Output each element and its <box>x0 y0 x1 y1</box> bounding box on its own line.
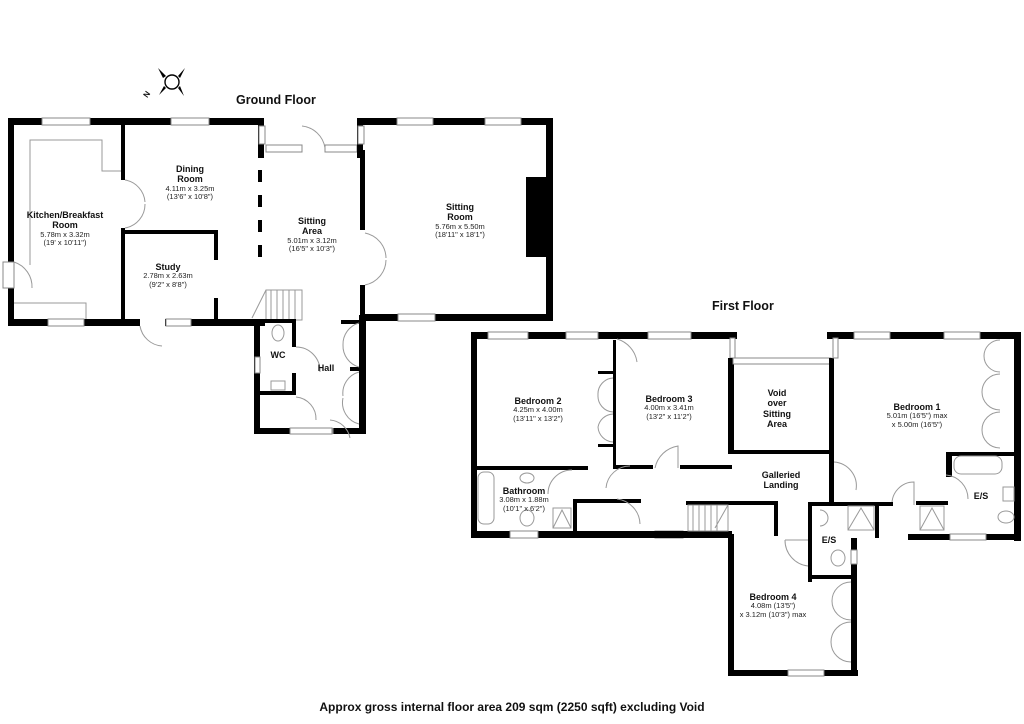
first-floor-title: First Floor <box>712 299 774 313</box>
room-label-bedroom-1: Bedroom 1 5.01m (16'5") max x 5.00m (16'… <box>886 402 948 429</box>
room-label-bedroom-4: Bedroom 4 4.08m (13'5") x 3.12m (10'3") … <box>739 592 807 619</box>
room-label-dining-room: Dining Room 4.11m x 3.25m (13'6" x 10'8"… <box>165 164 215 202</box>
room-label-ensuite-bedroom-1: E/S <box>973 491 989 501</box>
room-label-study: Study 2.78m x 2.63m (9'2" x 8'8") <box>143 262 193 289</box>
floor-area-caption: Approx gross internal floor area 209 sqm… <box>319 700 705 714</box>
room-label-kitchen-breakfast: Kitchen/Breakfast Room 5.78m x 3.32m (19… <box>26 210 104 248</box>
room-label-hall: Hall <box>317 363 335 373</box>
room-label-galleried-landing: Galleried Landing <box>761 470 801 491</box>
room-label-bathroom: Bathroom 3.08m x 1.88m (10'1" x 6'2") <box>499 486 549 513</box>
room-label-bedroom-2: Bedroom 2 4.25m x 4.00m (13'11" x 13'2") <box>513 396 563 423</box>
compass-rose-icon: N <box>142 62 192 106</box>
ground-floor-title: Ground Floor <box>236 93 316 107</box>
first-floor-plan <box>471 331 1021 677</box>
room-label-bedroom-3: Bedroom 3 4.00m x 3.41m (13'2" x 11'2") <box>644 394 694 421</box>
room-label-void-over-sitting-area: Void over Sitting Area <box>763 388 791 430</box>
room-label-sitting-room: Sitting Room 5.76m x 5.50m (18'11" x 18'… <box>435 202 485 240</box>
room-label-ensuite-bedroom-4: E/S <box>821 535 837 545</box>
room-label-wc: WC <box>270 350 286 360</box>
room-label-sitting-area: Sitting Area 5.01m x 3.12m (16'5" x 10'3… <box>287 216 337 254</box>
ground-floor-plan <box>2 117 553 439</box>
